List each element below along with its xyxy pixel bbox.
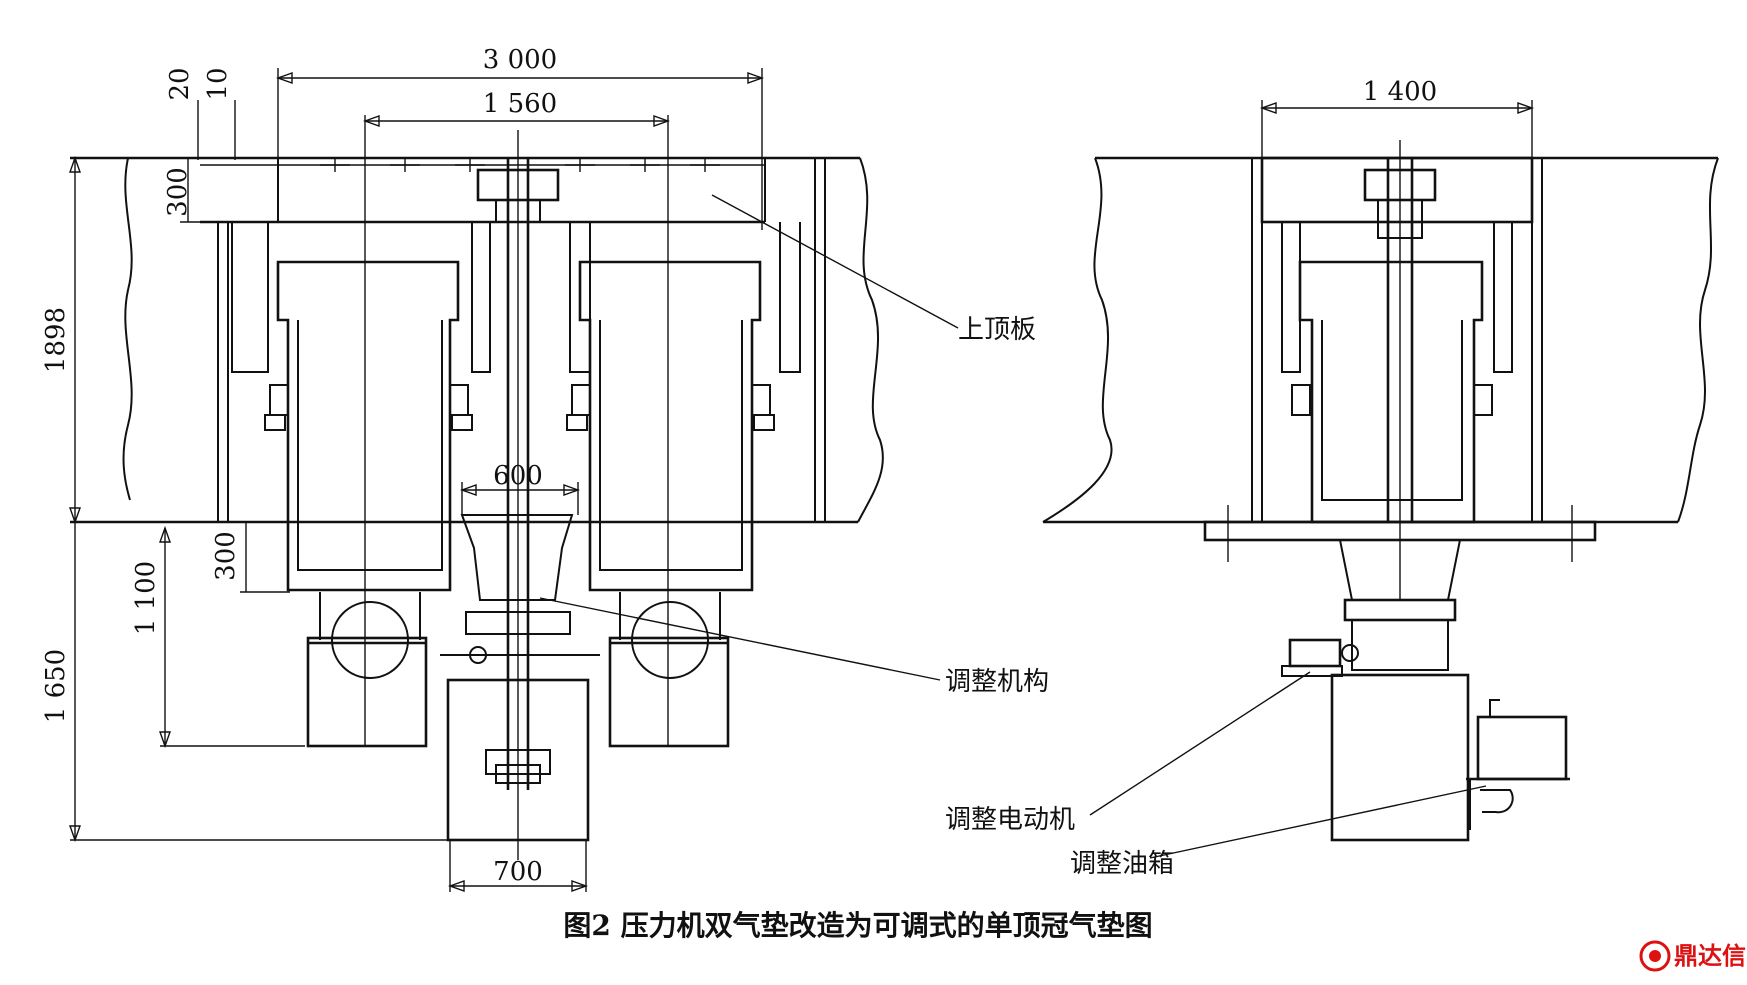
- right-air-cylinder: [1291, 260, 1493, 524]
- plate-bolts: [320, 158, 720, 172]
- left-frame-left-edge: [122, 157, 133, 501]
- dim-1650: 1 650: [41, 649, 71, 723]
- dim-3000: 3 000: [483, 45, 557, 75]
- adjust-motor: [1281, 638, 1359, 677]
- dim-1100: 1 100: [131, 561, 161, 635]
- left-air-cylinder: [264, 260, 473, 592]
- leader-adjust-mechanism: [539, 597, 941, 681]
- watermark-logo: 鼎达信: [1639, 940, 1746, 972]
- right-view: [1042, 100, 1719, 859]
- right-upper-plate: [1260, 156, 1534, 224]
- right-cushion-ball: [631, 601, 709, 679]
- dim-cushion-300: 300: [211, 531, 241, 581]
- dim-plate-300: 300: [163, 167, 193, 217]
- center-adjust-assembly: [440, 158, 600, 842]
- leader-adjust-motor: [1089, 671, 1311, 816]
- dim-600: 600: [493, 461, 543, 491]
- dim-1400: 1 400: [1363, 77, 1437, 107]
- left-view: [69, 68, 959, 892]
- right-cushion-base: [1330, 673, 1470, 842]
- label-adjust-motor: 调整电动机: [945, 805, 1075, 835]
- left-frame-right-edge: [857, 157, 884, 523]
- leader-adjust-tank: [1149, 785, 1487, 859]
- figure-caption: 图2 压力机双气垫改造为可调式的单顶冠气垫图: [563, 909, 1152, 942]
- adjust-oil-tank: [1466, 699, 1570, 830]
- dim-1898: 1898: [41, 307, 71, 373]
- left-centerlines: [364, 115, 669, 860]
- right-air-cylinder: [566, 260, 775, 592]
- dim-700: 700: [493, 857, 543, 887]
- right-cushion-base: [608, 636, 730, 748]
- label-adjust-mechanism: 调整机构: [945, 667, 1049, 697]
- left-cushion-base: [306, 636, 428, 748]
- label-adjust-tank: 调整油箱: [1070, 849, 1174, 879]
- label-upper-plate: 上顶板: [958, 315, 1036, 345]
- dim-20: 20: [165, 67, 195, 100]
- left-cushion-ball: [331, 601, 409, 679]
- leader-upper-plate: [711, 194, 959, 329]
- dim-1560: 1 560: [483, 89, 557, 119]
- watermark-text: 鼎达信: [1674, 942, 1746, 970]
- dim-10: 10: [203, 67, 233, 100]
